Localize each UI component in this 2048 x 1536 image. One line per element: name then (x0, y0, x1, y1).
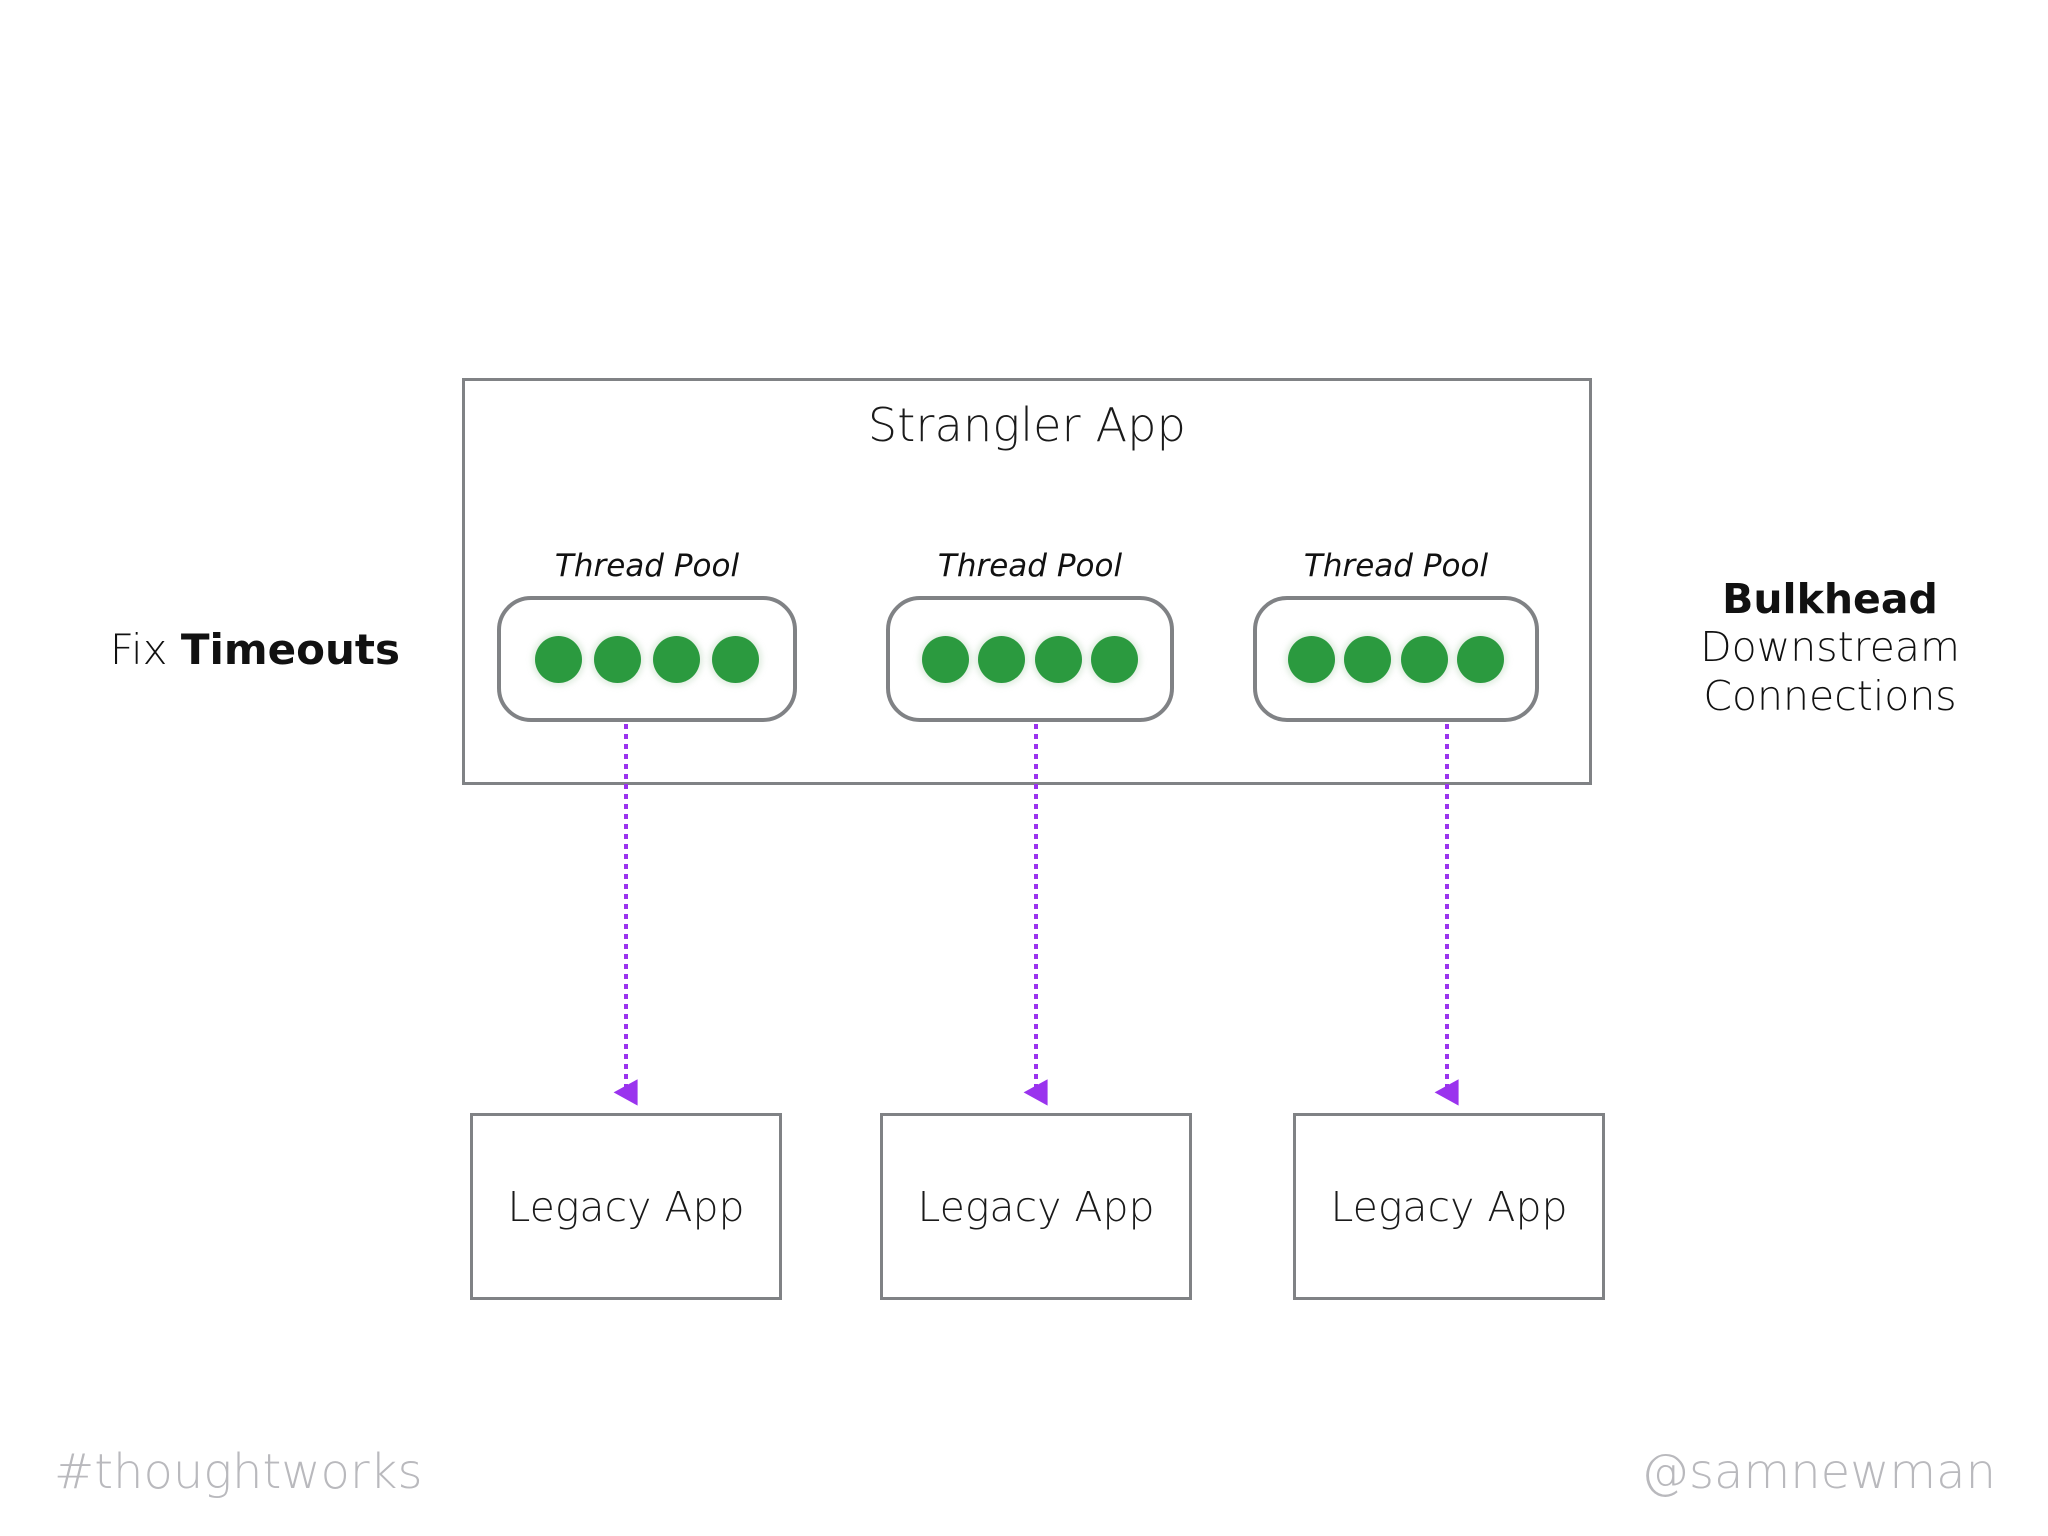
thread-dot (712, 635, 759, 683)
thread-dot (978, 635, 1026, 683)
thread-dot (535, 635, 582, 683)
thread-dot (921, 635, 969, 683)
thread-dot (1288, 635, 1336, 683)
thread-dot (1400, 635, 1448, 683)
legacy-app-label: Legacy App (917, 1182, 1155, 1231)
annotation-fix-timeouts: Fix Timeouts (40, 625, 400, 674)
annotation-bulkhead-title: Bulkhead (1722, 575, 1938, 623)
thread-dot (1344, 635, 1392, 683)
thread-pool-3 (1253, 596, 1539, 722)
footer-handle: @samnewman (1641, 1444, 1996, 1500)
thread-dot (1456, 635, 1504, 683)
thread-dot (1091, 635, 1139, 683)
footer-hashtag: #thoughtworks (54, 1444, 423, 1500)
thread-dot (653, 635, 700, 683)
annotation-fix-bold: Timeouts (180, 625, 400, 674)
strangler-app-title: Strangler App (867, 398, 1187, 452)
legacy-app-label: Legacy App (1330, 1182, 1568, 1231)
thread-dot (1034, 635, 1082, 683)
legacy-app-box-1: Legacy App (470, 1113, 782, 1300)
thread-pool-label-3: Thread Pool (1303, 548, 1489, 584)
legacy-app-label: Legacy App (507, 1182, 745, 1231)
thread-pool-1 (497, 596, 797, 722)
legacy-app-box-3: Legacy App (1293, 1113, 1605, 1300)
annotation-fix-regular: Fix (109, 625, 181, 674)
thread-pool-2 (886, 596, 1174, 722)
annotation-bulkhead-line3: Connections (1703, 671, 1957, 720)
thread-pool-label-1: Thread Pool (554, 548, 740, 584)
annotation-bulkhead: Bulkhead Downstream Connections (1660, 575, 2000, 720)
thread-pool-label-2: Thread Pool (937, 548, 1123, 584)
thread-dot (594, 635, 641, 683)
annotation-bulkhead-line2: Downstream (1700, 623, 1960, 672)
legacy-app-box-2: Legacy App (880, 1113, 1192, 1300)
